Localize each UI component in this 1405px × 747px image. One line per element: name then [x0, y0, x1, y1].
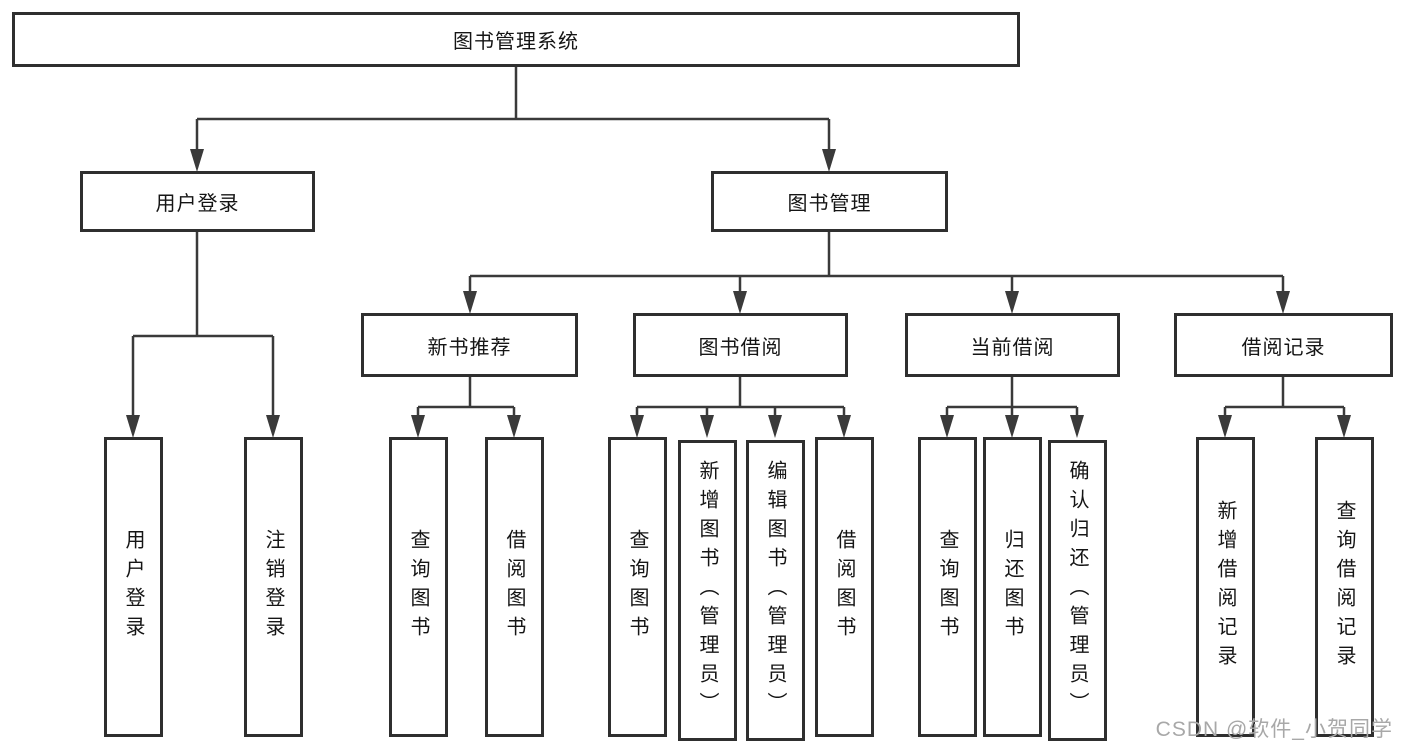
leaf-label: 新增图书（管理员） [696, 460, 718, 721]
leaf-borrow-books-borrowing: 借阅图书 [815, 437, 874, 737]
node-new-book-recommend: 新书推荐 [361, 313, 578, 377]
leaf-user-login: 用户登录 [104, 437, 163, 737]
leaf-label: 查询图书 [407, 529, 429, 645]
leaf-return-book: 归还图书 [983, 437, 1042, 737]
leaf-add-book-admin: 新增图书（管理员） [678, 440, 737, 741]
leaf-label: 借阅图书 [503, 529, 525, 645]
watermark: CSDN @软件_小贺同学 [1155, 718, 1393, 741]
leaf-label: 查询图书 [626, 529, 648, 645]
leaf-label: 查询借阅记录 [1333, 500, 1355, 674]
leaf-add-borrow-record: 新增借阅记录 [1196, 437, 1255, 737]
node-book-management: 图书管理 [711, 171, 948, 232]
leaf-query-books-current: 查询图书 [918, 437, 977, 737]
leaf-borrow-books-recommend: 借阅图书 [485, 437, 544, 737]
leaf-label: 新增借阅记录 [1214, 500, 1236, 674]
node-book-borrowing: 图书借阅 [633, 313, 848, 377]
leaf-label: 借阅图书 [833, 529, 855, 645]
leaf-query-books-recommend: 查询图书 [389, 437, 448, 737]
leaf-label: 编辑图书（管理员） [764, 460, 786, 721]
leaf-query-books-borrowing: 查询图书 [608, 437, 667, 737]
leaf-label: 用户登录 [122, 529, 144, 645]
node-current-borrowing: 当前借阅 [905, 313, 1120, 377]
leaf-logout: 注销登录 [244, 437, 303, 737]
leaf-label: 注销登录 [262, 529, 284, 645]
node-borrow-records: 借阅记录 [1174, 313, 1393, 377]
node-library-management-system: 图书管理系统 [12, 12, 1020, 67]
leaf-edit-book-admin: 编辑图书（管理员） [746, 440, 805, 741]
leaf-label: 查询图书 [936, 529, 958, 645]
leaf-label: 确认归还（管理员） [1066, 460, 1088, 721]
leaf-label: 归还图书 [1001, 529, 1023, 645]
leaf-confirm-return-admin: 确认归还（管理员） [1048, 440, 1107, 741]
leaf-query-borrow-record: 查询借阅记录 [1315, 437, 1374, 737]
node-user-login: 用户登录 [80, 171, 315, 232]
